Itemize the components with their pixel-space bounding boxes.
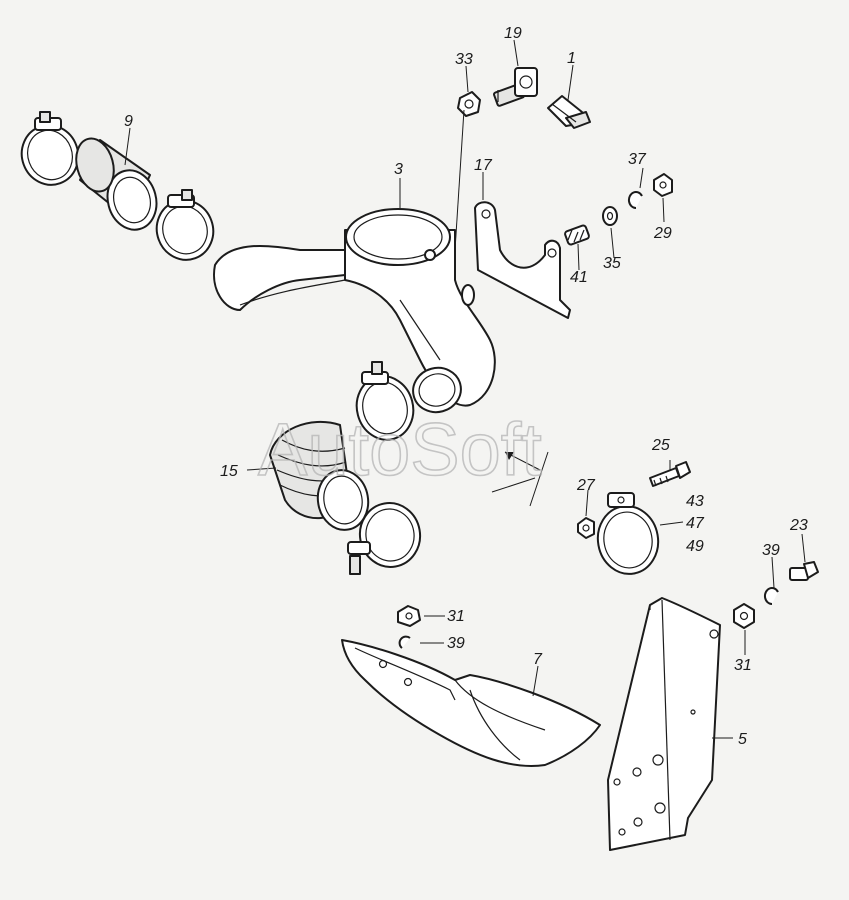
callout-15: 15 xyxy=(220,463,238,480)
callout-25: 25 xyxy=(651,437,670,454)
callout-39-right: 39 xyxy=(762,542,780,559)
callout-31-left: 31 xyxy=(447,608,465,625)
callout-23: 23 xyxy=(789,517,808,534)
corrugated-hose xyxy=(269,420,370,531)
hose-clamp-upper xyxy=(155,189,215,261)
hose-clamp-left xyxy=(20,111,80,186)
callout-17: 17 xyxy=(474,157,493,174)
callout-33: 33 xyxy=(455,51,473,68)
band-clamp xyxy=(596,492,660,575)
air-intake-pipe xyxy=(213,208,496,407)
nut-33 xyxy=(457,91,481,117)
callout-39-left: 39 xyxy=(447,635,465,652)
nut-31-right xyxy=(733,603,755,629)
nut-31-left xyxy=(397,605,421,627)
callout-7: 7 xyxy=(533,651,543,668)
mounting-bracket xyxy=(474,201,571,319)
banjo-fitting xyxy=(493,67,538,107)
lock-washer-37 xyxy=(627,191,643,210)
rubber-sleeve xyxy=(75,137,158,231)
callout-49: 49 xyxy=(686,538,704,555)
callout-41: 41 xyxy=(570,269,588,286)
sensor xyxy=(547,95,591,129)
bolt-23 xyxy=(789,561,819,581)
lock-washer-39-right xyxy=(763,587,779,606)
callout-35: 35 xyxy=(603,255,621,272)
hose-clamp-pipe-outlet xyxy=(355,361,462,441)
callout-1: 1 xyxy=(567,50,576,67)
callout-labels: 1 3 5 7 9 15 17 19 23 25 27 29 31 31 33 … xyxy=(124,25,808,748)
hose-clamp-lower xyxy=(347,502,422,575)
callout-29: 29 xyxy=(653,225,672,242)
watermark: AutoSoft xyxy=(258,408,542,491)
callout-9: 9 xyxy=(124,113,133,130)
lock-washer-39-left xyxy=(398,635,411,649)
callout-3: 3 xyxy=(394,161,403,178)
heat-shield xyxy=(341,639,601,767)
stud-bolt xyxy=(564,224,590,246)
callout-27: 27 xyxy=(576,477,596,494)
support-bracket-plate xyxy=(607,597,721,851)
direction-arrow-icon xyxy=(491,451,549,507)
washer-35 xyxy=(602,206,618,226)
bolt-25 xyxy=(649,461,691,487)
nut-27 xyxy=(577,517,595,539)
callout-19: 19 xyxy=(504,25,522,42)
callout-43: 43 xyxy=(686,493,704,510)
callout-47: 47 xyxy=(686,515,705,532)
nut-29 xyxy=(653,173,673,197)
leader-lines xyxy=(124,39,806,739)
callout-5: 5 xyxy=(738,731,747,748)
callout-31-right: 31 xyxy=(734,657,752,674)
callout-37: 37 xyxy=(628,151,647,168)
